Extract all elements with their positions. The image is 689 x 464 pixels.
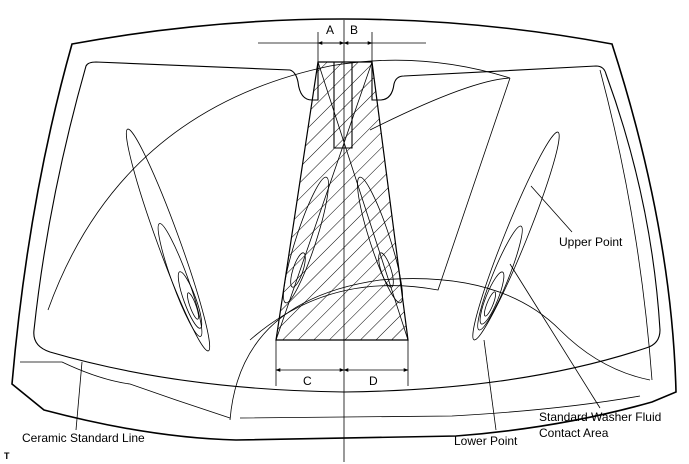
dimension-b-label: B: [350, 23, 358, 37]
windshield-outer-edge: [11, 18, 677, 441]
washer-area-leader: [509, 263, 601, 409]
dimension-d-label: D: [369, 374, 378, 388]
washer-area-label-line2: Contact Area: [539, 426, 609, 440]
lower-point-label: Lower Point: [454, 434, 518, 448]
upper-point-label: Upper Point: [559, 235, 623, 249]
wiper-sweep-right-upper: [599, 69, 653, 381]
wiper-sweep-left: [47, 59, 511, 311]
washer-area-label-line1: Standard Washer Fluid: [539, 410, 661, 424]
ceramic-line-leader: [75, 361, 83, 431]
dimension-a-label: A: [326, 23, 334, 37]
figure-code: T: [4, 451, 10, 461]
spray-pattern-right: [472, 131, 560, 341]
hatched-vision-zone: [275, 61, 409, 341]
wiper-sweep-right: [229, 278, 651, 421]
wiper-sweep-mid: [369, 77, 511, 131]
lower-point-leader: [483, 339, 497, 431]
washer-contact-boundary: [20, 361, 641, 419]
spray-pattern-left: [125, 128, 211, 352]
ceramic-line-label: Ceramic Standard Line: [22, 431, 145, 445]
ceramic-standard-line: [33, 61, 661, 393]
upper-point-leader: [530, 185, 573, 233]
dimension-c-label: C: [303, 374, 312, 388]
